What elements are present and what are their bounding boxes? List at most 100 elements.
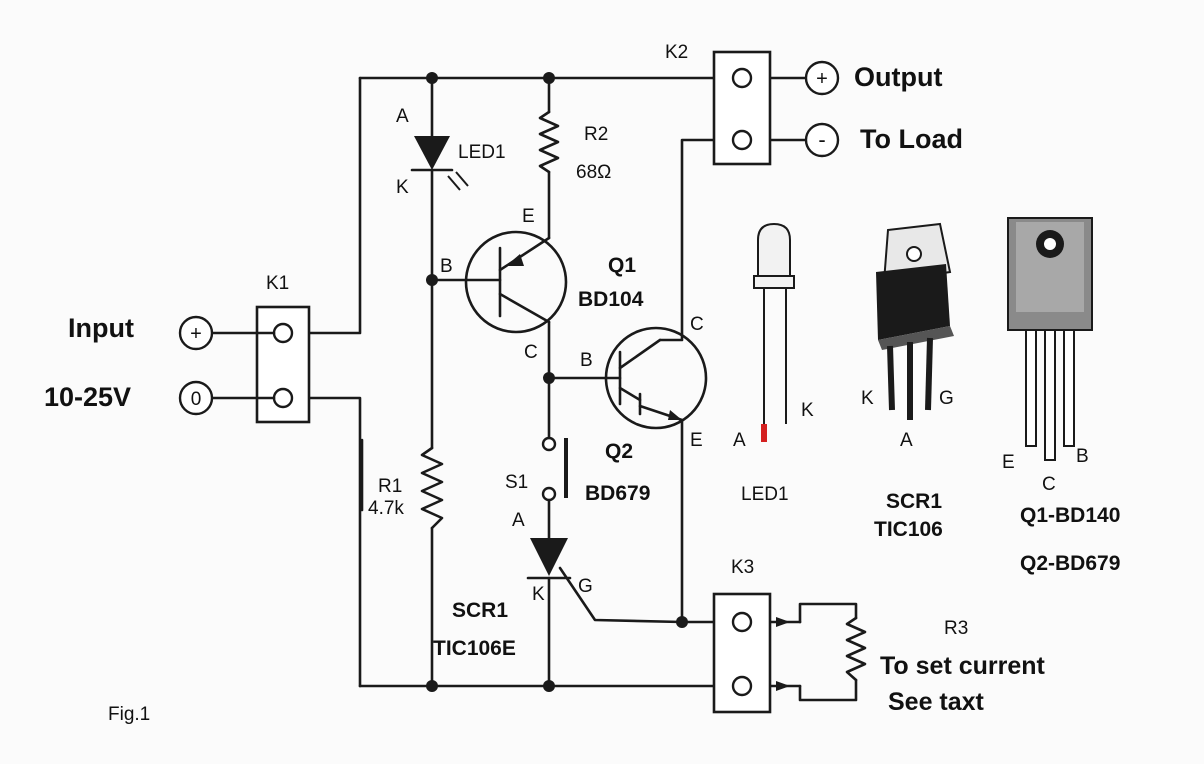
input-zero-terminal [178, 380, 214, 416]
r2-value: 68Ω [576, 162, 611, 183]
junction-dot [426, 680, 438, 692]
r2-resistor: R2 68Ω [538, 110, 611, 183]
k1-screw [272, 322, 294, 344]
scr-pinout-part: TIC106 [874, 518, 943, 541]
led1-anode-label: A [396, 106, 409, 127]
transistor-pinout-c: C [1042, 474, 1056, 495]
k1-screw [272, 387, 294, 409]
led-pinout-rim [753, 275, 795, 289]
junction-dot [543, 372, 555, 384]
q1-body [464, 230, 568, 334]
scr1-gate-label: G [578, 576, 593, 597]
scr-gate-wire [558, 566, 684, 624]
input-plus-sign: + [190, 323, 202, 345]
connector-k3: K3 [712, 557, 772, 714]
input-label: Input [68, 313, 134, 343]
input-terminals: + 0 Input 10-25V [44, 313, 214, 416]
junction-dot [676, 616, 688, 628]
q2-c-label: C [690, 314, 704, 335]
scr-pinout-k: K [861, 388, 874, 409]
led-pinout-a: A [733, 430, 746, 451]
led1-light-arrow [447, 175, 461, 191]
scr-pinout-a: A [900, 430, 913, 451]
scr-pinout-leg [925, 337, 933, 411]
junction-dot [543, 680, 555, 692]
led1-cathode-label: K [396, 177, 409, 198]
transistor-pinout-e: E [1002, 452, 1015, 473]
q2-part: BD679 [585, 482, 650, 505]
scr-pinout-leg [887, 345, 895, 411]
led1-symbol: A K LED1 [396, 106, 506, 198]
transistor-pinout-drawing: E C B Q1-BD140 Q2-BD679 [1002, 217, 1120, 575]
r3-arrow [776, 681, 790, 691]
s1-switch: S1 [505, 436, 568, 502]
scr-pinout-base [878, 326, 954, 350]
s1-name: S1 [505, 472, 528, 493]
q1-collector-leg [498, 292, 551, 324]
r3-potentiometer: R3 To set current See taxt [776, 616, 1046, 716]
r1-value: 4.7k [368, 498, 404, 519]
q1-transistor: E B C Q1 BD104 [440, 206, 644, 363]
q1-emitter-arrow [506, 254, 524, 266]
scr1-name: SCR1 [452, 599, 508, 622]
scr-pinout-hole [906, 246, 922, 262]
r3-bottom-loop [798, 678, 858, 702]
scr-pinout-drawing: K G A SCR1 TIC106 [861, 222, 954, 541]
to-load-label: To Load [860, 124, 963, 154]
input-plus-wire [281, 76, 362, 335]
r3-top-loop [798, 602, 858, 624]
r3-arrow [776, 617, 790, 627]
scr-pinout-body [876, 264, 950, 340]
output-minus-terminal [804, 122, 840, 158]
scr1-cathode-label: K [532, 584, 545, 605]
k2-screw [731, 129, 753, 151]
r3-name: R3 [944, 618, 968, 639]
q1-name: Q1 [608, 254, 636, 277]
k2-label: K2 [665, 42, 688, 63]
q2-inner-leg [618, 386, 642, 402]
transistor-pinout-leg [1063, 329, 1075, 447]
k3-screw [731, 675, 753, 697]
transistor-pinout-leg [1044, 329, 1056, 461]
r1-name: R1 [378, 476, 402, 497]
scr-pinout-g: G [939, 388, 954, 409]
led-pinout-name: LED1 [741, 484, 789, 505]
q1-b-label: B [440, 256, 453, 277]
voltage-label: 10-25V [44, 382, 131, 412]
r1-zigzag [420, 446, 444, 530]
output-minus-sign: - [818, 127, 825, 152]
led-pinout-drawing: A K LED1 [733, 222, 814, 505]
input-plus-terminal [178, 315, 214, 351]
q1-c-label: C [524, 342, 538, 363]
q1-part: BD104 [578, 288, 644, 311]
connector-k2: K2 + - Output To Load [665, 42, 963, 166]
input-zero-sign: 0 [191, 389, 202, 410]
k2-screw [731, 67, 753, 89]
junction-dot [426, 274, 438, 286]
r3-note-2: See taxt [888, 688, 985, 716]
r1-resistor: R1 4.7k [368, 446, 444, 530]
led1-light-arrow [455, 171, 469, 187]
q2-e-label: E [690, 430, 703, 451]
transistor-pinout-b: B [1076, 446, 1089, 467]
q2-collector-wire [658, 138, 744, 342]
r3-note-1: To set current [880, 652, 1046, 680]
led-pinout-dome [757, 222, 791, 279]
q2-emitter-arrow [668, 410, 682, 420]
output-label: Output [854, 62, 942, 92]
s1-contact [541, 436, 557, 452]
input-zero-wire [281, 396, 362, 688]
scr-pinout-name: SCR1 [886, 490, 942, 513]
q2-body [604, 326, 708, 430]
transistor-pinout-q1: Q1-BD140 [1020, 504, 1120, 527]
k3-label: K3 [731, 557, 754, 578]
k1-label: K1 [266, 273, 289, 294]
transistor-pinout-q2: Q2-BD679 [1020, 552, 1120, 575]
output-plus-terminal [804, 60, 840, 96]
q2-name: Q2 [605, 440, 633, 463]
r2-zigzag [538, 110, 560, 174]
k3-screw [731, 611, 753, 633]
led-anode-mark [761, 424, 767, 442]
